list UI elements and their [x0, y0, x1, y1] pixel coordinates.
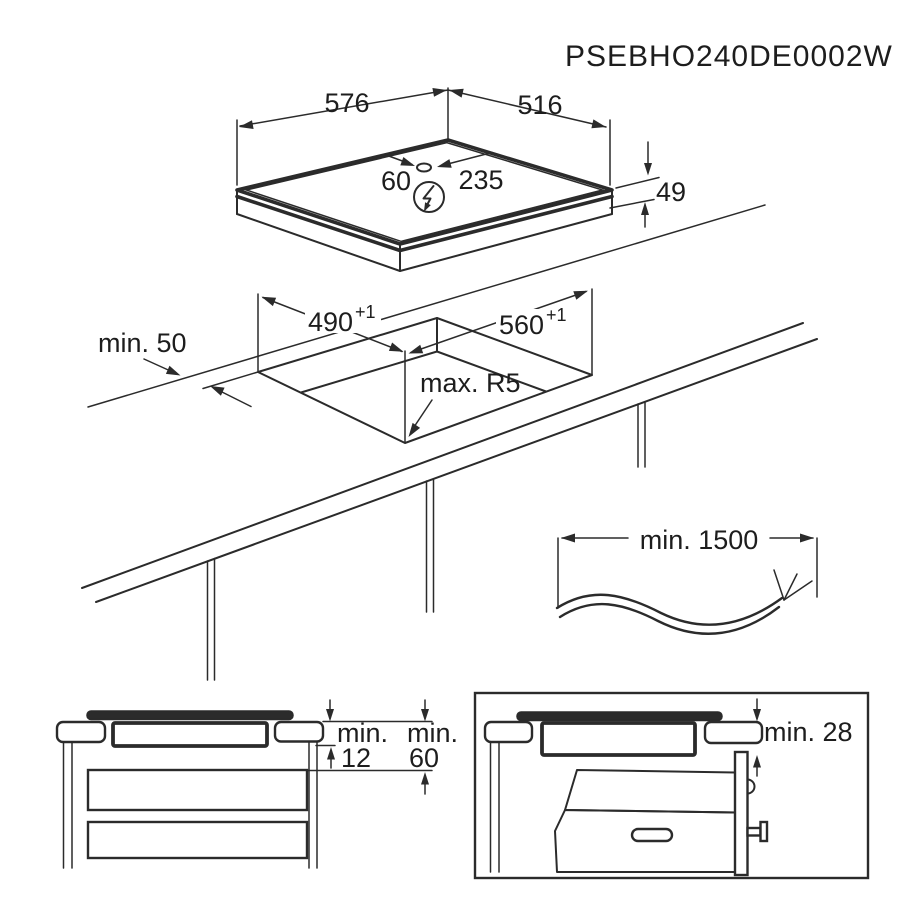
- worktop-clearance-value: 60: [409, 743, 439, 773]
- arrowhead: [573, 290, 588, 300]
- cutout-edge-extension: [202, 371, 259, 390]
- arrowhead: [437, 159, 452, 168]
- dim-connection-left: 60: [381, 154, 415, 196]
- oven-hinge: [746, 778, 756, 795]
- oven-knob-stem: [746, 826, 762, 837]
- oven-handle: [630, 827, 674, 843]
- oven-front: [554, 809, 737, 873]
- arrowhead: [165, 365, 181, 376]
- worktop-rear-edge: [87, 204, 766, 408]
- hob-glass-section: [516, 711, 723, 722]
- hob-glass-inner-frame: [243, 141, 606, 243]
- hob-body-section: [111, 721, 269, 748]
- dim-hob-width: 576: [236, 87, 449, 186]
- cable-length-label: min. 1500: [640, 525, 759, 555]
- arrowhead: [753, 755, 761, 768]
- arrowhead: [326, 709, 334, 722]
- dim-clearances: min. 12 min. 60: [306, 699, 458, 795]
- wire-end: [783, 580, 813, 601]
- rear-clearance-label: min. 50: [98, 328, 187, 358]
- product-code: PSEBHO240DE0002W: [565, 40, 893, 73]
- dim-connection-right: 235: [437, 151, 504, 195]
- worktop-left: [483, 720, 534, 744]
- cable-length-view: min. 1500: [555, 525, 818, 635]
- wire-end: [773, 569, 785, 601]
- connection-right-label: 235: [458, 165, 503, 195]
- cutout-depth-tolerance: +1: [355, 302, 376, 322]
- drawer-upper: [86, 768, 309, 812]
- hob-body-bottom: [236, 213, 613, 272]
- hob-depth-label: 516: [517, 90, 562, 120]
- arrowhead: [210, 386, 225, 396]
- arrowhead: [388, 342, 404, 352]
- arrowhead: [261, 296, 277, 307]
- arrowhead: [400, 157, 415, 166]
- arrowhead: [421, 709, 429, 722]
- cutout-depth-label: 490: [308, 307, 353, 337]
- cutout-hole: [257, 317, 593, 444]
- oven-knob: [759, 820, 769, 843]
- arrowhead: [591, 119, 606, 129]
- oven-side-panel: [733, 750, 749, 877]
- worktop-left: [55, 720, 107, 744]
- drawer-lower: [86, 820, 309, 860]
- arrowhead: [421, 772, 429, 785]
- arrowhead: [449, 88, 464, 98]
- cutout-width-tolerance: +1: [546, 305, 567, 325]
- base-cabinet-section-view: min. 12 min. 60: [55, 699, 458, 869]
- arrowhead: [239, 120, 254, 129]
- hob-clearance-prefix: min.: [337, 718, 388, 748]
- arrowhead: [408, 344, 424, 354]
- dim-cutout-width: 560 +1: [408, 290, 588, 354]
- power-cable: [555, 569, 813, 635]
- arrowhead: [561, 533, 575, 543]
- connection-left-label: 60: [381, 166, 411, 196]
- label-mask: [305, 306, 381, 333]
- worktop-right: [273, 720, 325, 743]
- cabinet-legs: [62, 740, 318, 869]
- built-under-oven: [554, 750, 769, 877]
- worktop-cutout-view: min. 50 490 +1 560: [81, 204, 818, 681]
- hob-body: [236, 189, 613, 272]
- arrowhead: [641, 202, 649, 215]
- dim-hob-depth: 516: [447, 88, 611, 186]
- worktop-front-edge: [81, 322, 818, 603]
- hob-clearance-value: 12: [341, 743, 371, 773]
- arrowhead: [432, 88, 447, 97]
- hob-isometric-view: 576 516 60 235: [235, 87, 686, 272]
- cutout-inner-wall: [300, 317, 547, 394]
- wire-end: [783, 573, 798, 601]
- dim-corner-radius: max. R5: [408, 368, 521, 437]
- dim-rear-clearance: min. 50: [98, 328, 252, 408]
- cabinet-leg: [489, 741, 500, 873]
- corner-radius-label: max. R5: [420, 368, 521, 398]
- arrowhead: [644, 163, 652, 176]
- label-mask: [496, 309, 572, 336]
- cabinet-legs: [206, 401, 646, 681]
- dim-hob-height: 49: [609, 141, 686, 228]
- oven-clearance-label: min. 28: [764, 717, 853, 747]
- dim-oven-clearance: min. 28: [753, 698, 853, 777]
- arrowhead: [327, 747, 335, 760]
- arrowhead: [408, 422, 421, 437]
- hob-height-label: 49: [656, 177, 686, 207]
- hob-glass-section: [86, 710, 294, 721]
- cutout-width-label: 560: [499, 310, 544, 340]
- arrowhead: [800, 533, 814, 543]
- electrical-connection-icon: [413, 181, 445, 213]
- arrowhead: [753, 709, 761, 722]
- worktop-clearance-prefix: min.: [407, 718, 458, 748]
- worktop-right: [703, 720, 764, 745]
- connection-point: [416, 162, 432, 173]
- oven-section-view: min. 28: [473, 691, 870, 880]
- dim-cutout-depth: 490 +1: [261, 296, 404, 353]
- hob-body-section: [540, 721, 697, 757]
- hob-width-label: 576: [324, 88, 369, 118]
